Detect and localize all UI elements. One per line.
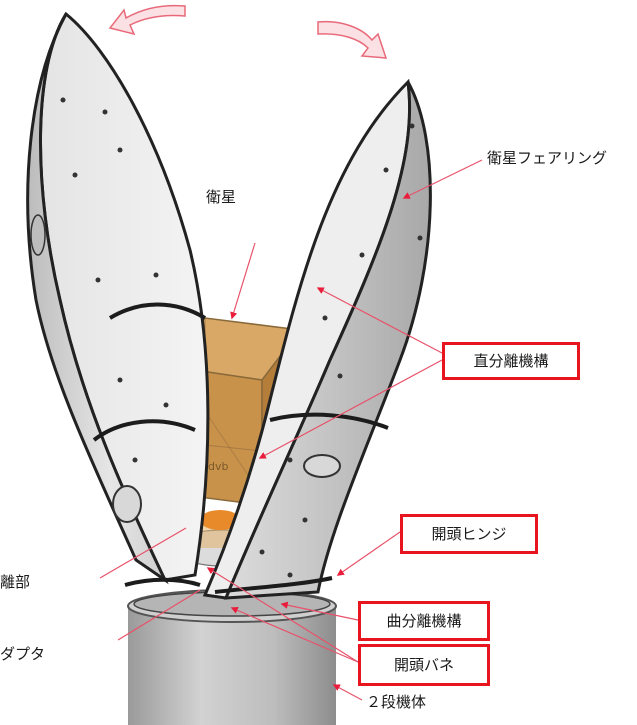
label-second-stage: ２段機体 (366, 693, 427, 711)
rotation-arrow-left (108, 4, 186, 36)
fairing-left-half (26, 11, 210, 587)
leader-adapter-partial (117, 589, 201, 641)
leader-lines (99, 159, 483, 701)
leader-curved-sep (280, 601, 359, 621)
fairing-right-half (202, 78, 432, 600)
leader-spring-1 (206, 567, 359, 663)
svg-text:dvb: dvb (208, 460, 228, 473)
rotation-arrow-right (317, 20, 388, 59)
label-satellite: 衛星 (206, 188, 237, 206)
label-adapter-partial: ダプタ (0, 645, 46, 663)
label-separation-partial: 離部 (0, 573, 31, 591)
leader-linear-sep-2 (258, 359, 443, 459)
label-linear-separation: 直分離機構 (442, 342, 580, 380)
leader-separation-partial (99, 527, 187, 579)
label-spring: 開頭バネ (358, 644, 490, 686)
leader-fairing (402, 159, 483, 199)
label-fairing: 衛星フェアリング (487, 149, 608, 167)
leader-second-stage (332, 684, 363, 701)
second-stage-body (127, 589, 337, 725)
leader-spring-2 (230, 606, 359, 663)
leader-satellite (230, 242, 256, 320)
leader-hinge (336, 531, 401, 576)
label-curved-separation: 曲分離機構 (358, 601, 490, 641)
leader-linear-sep-1 (316, 287, 443, 354)
label-hinge: 開頭ヒンジ (400, 514, 538, 554)
